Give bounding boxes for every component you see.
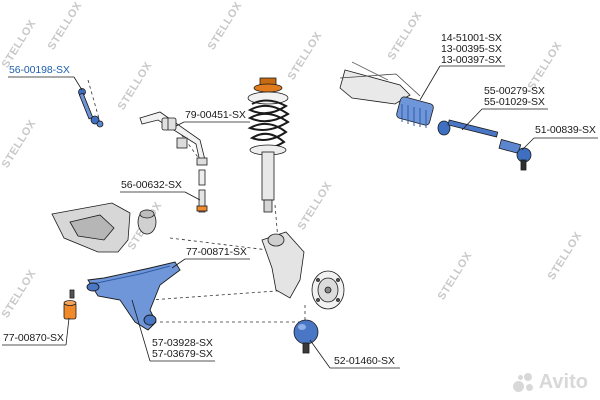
part-label-tie-rod: 55-00279-SX 55-01029-SX: [484, 86, 545, 108]
steering-knuckle: [261, 231, 345, 310]
part-number: 55-01029-SX: [484, 96, 545, 108]
subframe-bracket: [51, 202, 157, 253]
part-number: 57-03679-SX: [152, 348, 213, 360]
lower-control-arm: [86, 261, 181, 331]
part-label-control-arm: 57-03928-SX 57-03679-SX: [152, 338, 213, 360]
ball-joint: [293, 319, 319, 354]
part-number: 57-03928-SX: [152, 337, 213, 349]
stabilizer-link: [78, 88, 104, 128]
part-number: 14-51001-SX: [441, 32, 502, 44]
part-label-tie-rod-end: 51-00839-SX: [535, 124, 596, 136]
part-number: 55-00279-SX: [484, 85, 545, 97]
part-number: 13-00395-SX: [441, 43, 502, 55]
part-label-stabilizer-bolt: 56-00632-SX: [121, 179, 182, 191]
label-leader-lines: [2, 65, 598, 369]
steering-rack: [339, 61, 434, 128]
part-label-stabilizer-bushing: 79-00451-SX: [185, 109, 246, 121]
avito-wordmark: Avito: [538, 371, 588, 393]
tie-rod-end: [498, 139, 532, 171]
part-label-ball-joint: 52-01460-SX: [334, 355, 395, 367]
tie-rod: [437, 119, 499, 138]
part-number: 13-00397-SX: [441, 54, 502, 66]
avito-logo-icon: [512, 372, 535, 393]
stabilizer-bolt: [196, 157, 208, 213]
strut-assembly: [247, 77, 290, 213]
avito-watermark: Avito: [512, 371, 588, 394]
part-label-rear-bushing: 77-00870-SX: [3, 332, 64, 344]
part-label-strut-mount: 77-00871-SX: [186, 246, 247, 258]
part-label-steering-rack: 14-51001-SX 13-00395-SX 13-00397-SX: [441, 33, 502, 66]
rear-bushing: [63, 289, 77, 320]
part-label-stabilizer-link: 56-00198-SX: [9, 64, 70, 76]
